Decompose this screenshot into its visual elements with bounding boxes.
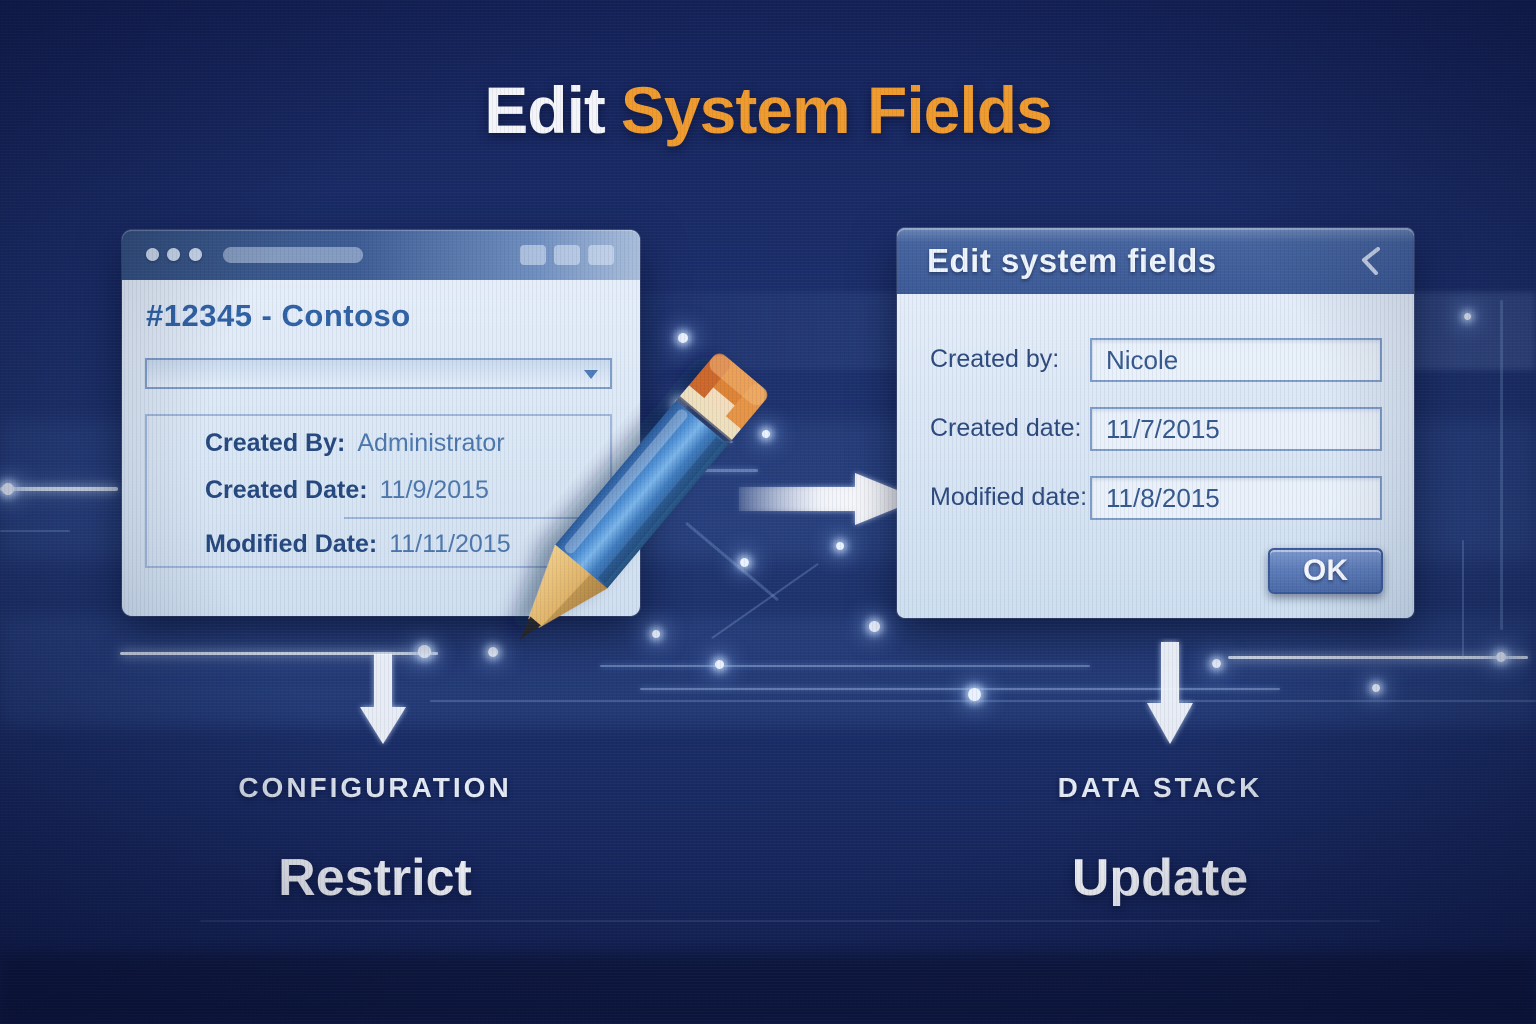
created-date-input[interactable]: [1090, 407, 1382, 451]
field-value: 11/11/2015: [389, 530, 511, 558]
background-dark-band: [0, 952, 1536, 1024]
titlebar-button[interactable]: [588, 245, 614, 265]
circuit-trace: [120, 652, 438, 655]
action-update: Update: [1071, 849, 1249, 907]
titlebar-button[interactable]: [520, 245, 546, 265]
edit-system-fields-dialog: Edit system fields Created by: Created d…: [897, 228, 1414, 618]
window-control-dot[interactable]: [167, 248, 180, 261]
window-control-dot[interactable]: [146, 248, 159, 261]
glow-node: [869, 621, 880, 632]
circuit-trace: [0, 530, 70, 532]
field-label: Created Date:: [205, 476, 368, 504]
dialog-label-modified-date: Modified date:: [930, 483, 1088, 511]
system-fields-box: Created By: Administrator Created Date: …: [145, 414, 612, 568]
record-dropdown[interactable]: [145, 358, 612, 389]
down-arrow-right: [1147, 642, 1193, 744]
circuit-trace: [1462, 540, 1464, 660]
circuit-trace: [430, 700, 1536, 702]
field-row-modified-date: Modified Date: 11/11/2015: [205, 530, 511, 559]
circuit-trace: [640, 469, 758, 472]
glow-node: [2, 483, 14, 495]
glow-node: [1212, 659, 1221, 668]
circuit-trace: [1228, 656, 1528, 659]
circuit-trace: [600, 665, 1090, 667]
glow-node: [715, 660, 724, 669]
field-row-created-date: Created Date: 11/9/2015: [205, 476, 489, 505]
field-label: Created By:: [205, 429, 346, 457]
glow-node: [418, 645, 431, 658]
glow-node: [646, 443, 655, 452]
circuit-trace: [643, 441, 733, 443]
field-label: Modified Date:: [205, 530, 378, 558]
glow-node: [762, 430, 770, 438]
glow-node: [1372, 684, 1380, 692]
action-restrict: Restrict: [278, 849, 472, 907]
page-title-system-fields: System Fields: [620, 73, 1053, 147]
circuit-trace: [640, 688, 1280, 690]
field-value: Administrator: [357, 429, 505, 457]
glow-node: [674, 398, 687, 411]
caption-data-stack: DATA STACK: [1057, 772, 1263, 803]
created-by-input[interactable]: [1090, 338, 1382, 382]
record-window: #12345 - Contoso Created By: Administrat…: [122, 230, 640, 616]
circuit-trace: [1500, 300, 1503, 630]
glow-node: [968, 688, 981, 701]
glow-node: [740, 558, 749, 567]
page-title-edit: Edit: [484, 73, 606, 147]
chevron-down-icon: [584, 370, 598, 379]
glow-node: [1464, 313, 1471, 320]
window-titlebar: [122, 230, 640, 280]
circuit-trace: [200, 920, 1380, 922]
field-divider: [344, 517, 582, 519]
glow-node: [652, 630, 660, 638]
glow-node: [836, 542, 844, 550]
titlebar-tab: [223, 247, 363, 263]
caption-configuration: CONFIGURATION: [238, 772, 512, 803]
circuit-trace: [685, 521, 779, 602]
chevron-left-icon[interactable]: [1358, 246, 1386, 276]
glow-node: [1496, 652, 1506, 662]
field-row-created-by: Created By: Administrator: [205, 429, 505, 458]
glow-node: [488, 647, 498, 657]
record-title: #12345 - Contoso: [146, 298, 411, 333]
modified-date-input[interactable]: [1090, 476, 1382, 520]
dialog-label-created-by: Created by:: [930, 345, 1060, 373]
circuit-trace: [0, 487, 118, 491]
titlebar-button[interactable]: [554, 245, 580, 265]
dialog-label-created-date: Created date:: [930, 414, 1082, 442]
circuit-trace: [711, 562, 819, 640]
glow-node: [678, 333, 688, 343]
field-value: 11/9/2015: [379, 476, 489, 504]
window-control-dot[interactable]: [189, 248, 202, 261]
dialog-title: Edit system fields: [927, 242, 1217, 279]
ok-button[interactable]: OK: [1268, 548, 1383, 594]
dialog-header: Edit system fields: [897, 228, 1414, 294]
down-arrow-left: [360, 654, 406, 744]
background-light-band: [0, 616, 1536, 726]
